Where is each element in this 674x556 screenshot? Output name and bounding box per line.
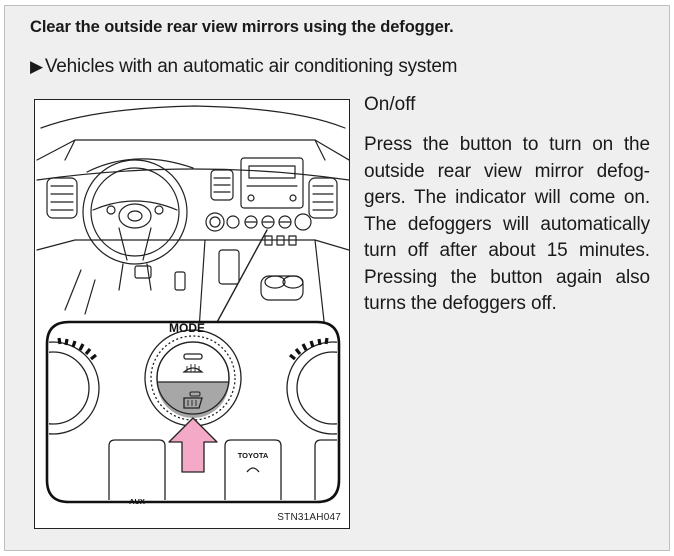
dashboard-drawing: MODE TOYOTA AUX	[36, 105, 349, 506]
mode-label: MODE	[169, 321, 205, 335]
section-heading: Clear the outside rear view mirrors usin…	[30, 18, 454, 36]
toyota-label: TOYOTA	[238, 451, 269, 460]
dashboard-illustration: MODE TOYOTA AUX STN31AH047	[34, 99, 350, 529]
aux-label: AUX	[129, 497, 145, 506]
zoom-callout: MODE TOYOTA AUX	[45, 320, 341, 506]
button-label: On/off	[364, 94, 416, 115]
figure-code: STN31AH047	[277, 512, 341, 523]
subheading: ▶Vehicles with an automatic air conditio…	[30, 56, 458, 78]
subheading-text: Vehicles with an automatic air condition…	[44, 56, 458, 77]
manual-page: Clear the outside rear view mirrors usin…	[4, 5, 670, 551]
pointer-arrow	[168, 417, 218, 473]
description-text: Press the button to turn on the outside …	[364, 134, 650, 314]
triangle-bullet-icon: ▶	[30, 57, 43, 76]
